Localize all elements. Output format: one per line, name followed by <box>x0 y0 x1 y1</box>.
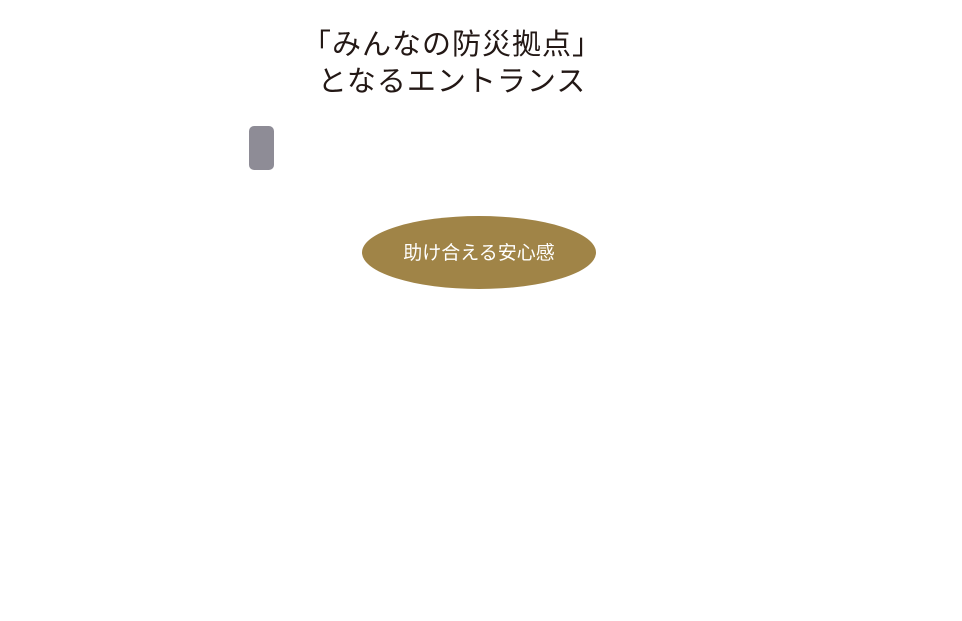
headline-line-1: 「みんなの防災拠点」 <box>301 27 602 61</box>
feature-badge-label: 助け合える安心感 <box>403 242 555 264</box>
headline-line-2: となるエントランス <box>317 64 587 98</box>
headline: 「みんなの防災拠点」 となるエントランス <box>0 26 904 100</box>
feature-badge: 助け合える安心感 <box>362 216 596 289</box>
marker-block <box>249 126 274 170</box>
